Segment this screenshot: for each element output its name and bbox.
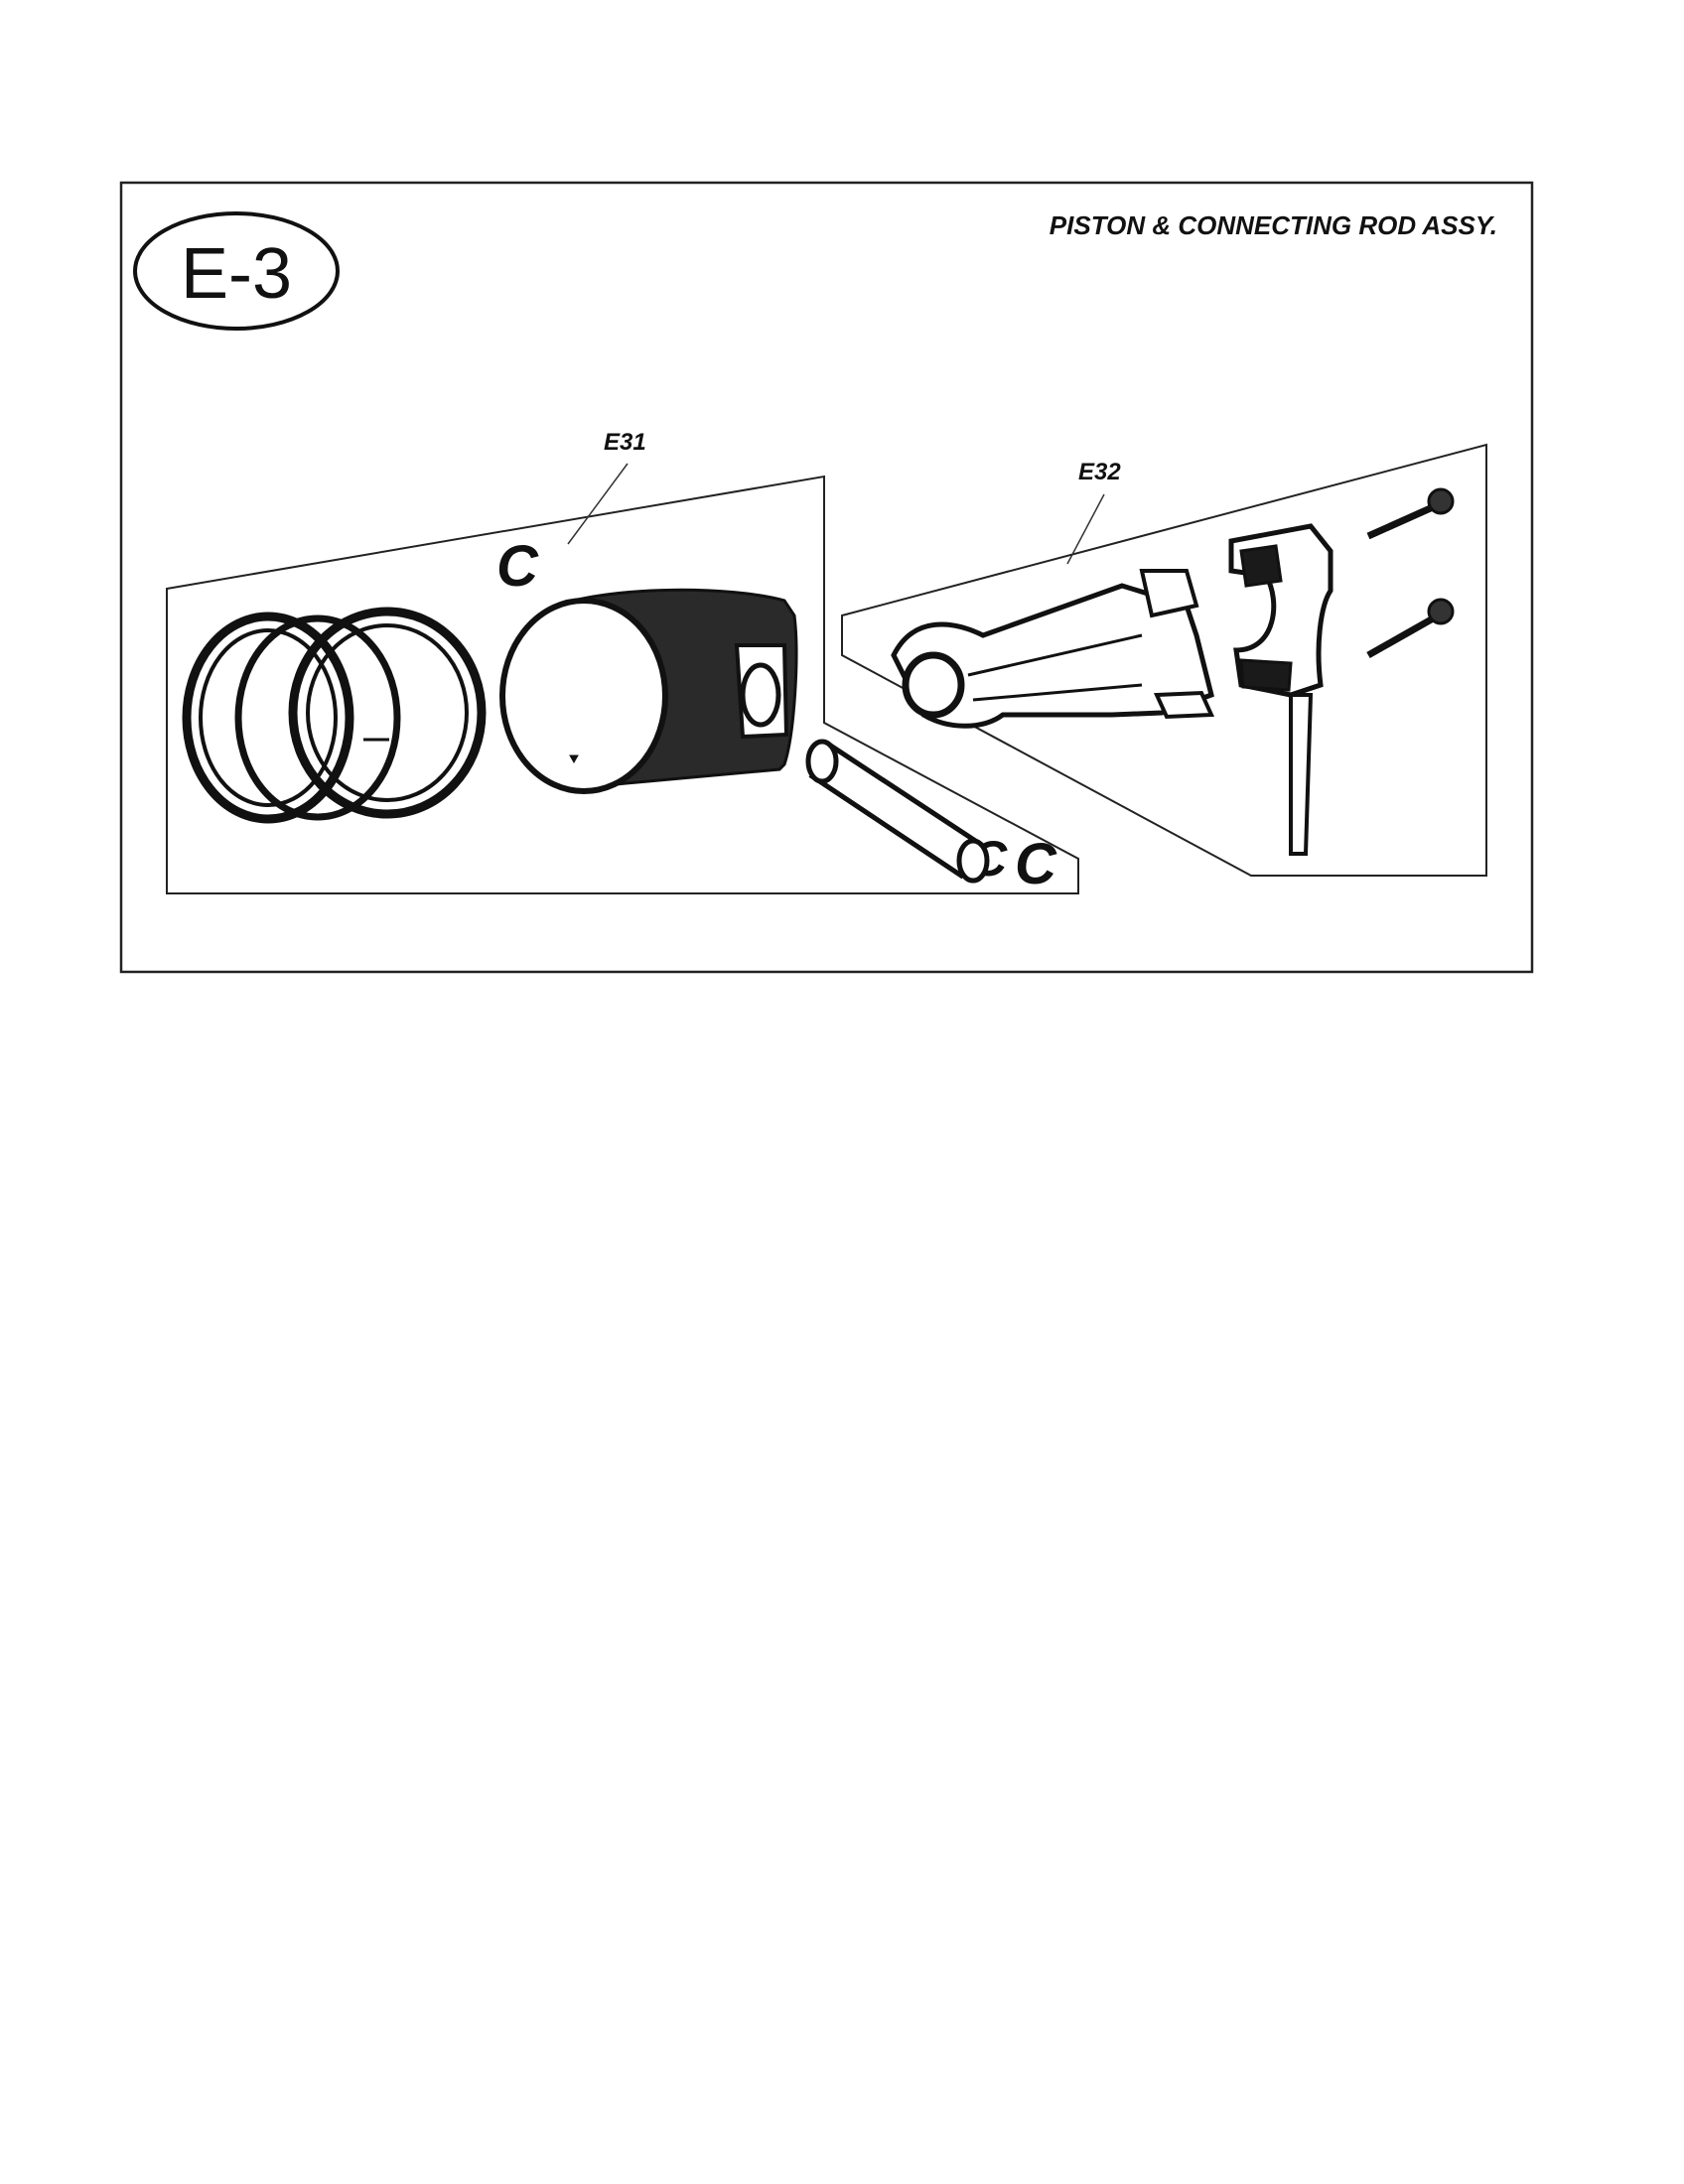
piston-group-panel [166, 475, 1079, 894]
section-badge-text: E-3 [181, 234, 292, 314]
callout-e32-leader [1066, 493, 1105, 565]
piston-rings [182, 607, 487, 824]
callout-e31: E31 [604, 429, 646, 456]
retaining-clip-3: C [1015, 832, 1057, 896]
callout-e31-leader [567, 463, 629, 545]
piston [499, 588, 798, 794]
connecting-rod [891, 569, 1215, 729]
diagram-title: PISTON & CONNECTING ROD ASSY. [1050, 210, 1497, 240]
diagram-frame [119, 181, 1534, 974]
piston-pin [805, 739, 990, 884]
rod-bolt-1 [1366, 487, 1455, 540]
callout-e32: E32 [1078, 459, 1121, 485]
section-badge: E-3 [133, 211, 340, 331]
rod-group-panel [841, 443, 1487, 877]
rod-bolt-2 [1366, 598, 1455, 659]
rod-cap [1228, 523, 1333, 856]
retaining-clip-1: C [496, 534, 539, 599]
